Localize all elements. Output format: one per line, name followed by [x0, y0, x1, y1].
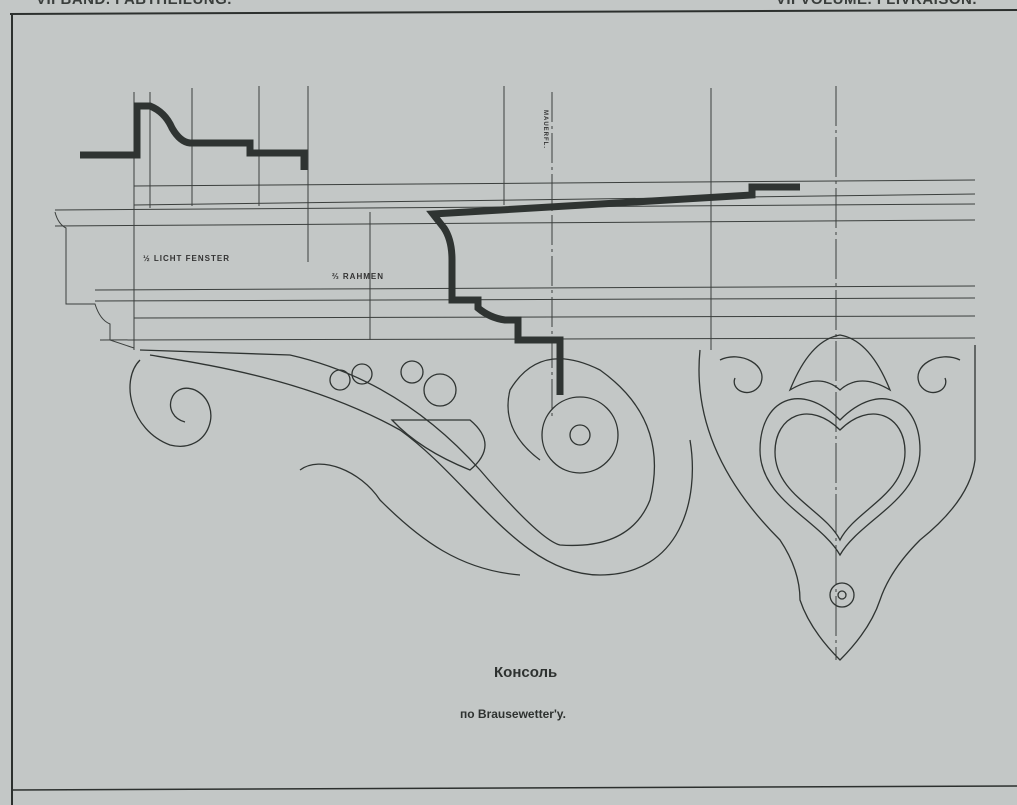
drawing-subtitle: по Brausewetter'y.	[460, 707, 566, 721]
construction-lines	[54, 86, 976, 660]
mauerflucht-label: MAUERFL.	[542, 110, 548, 149]
page-frame	[9, 9, 1017, 805]
volume-header-right: VII VOLUME. I LIVRAISON.	[776, 0, 977, 8]
profile-sections	[80, 102, 800, 395]
drawing-title: Консоль	[494, 664, 558, 681]
licht-fenster-dimension-label: ½ LICHT FENSTER	[143, 254, 231, 263]
rahmen-dimension-label: ⅔ RAHMEN	[332, 272, 385, 281]
volume-header-left: VII BAND. I ABTHEILUNG.	[36, 0, 232, 8]
ornament-scrolls	[129, 334, 976, 661]
